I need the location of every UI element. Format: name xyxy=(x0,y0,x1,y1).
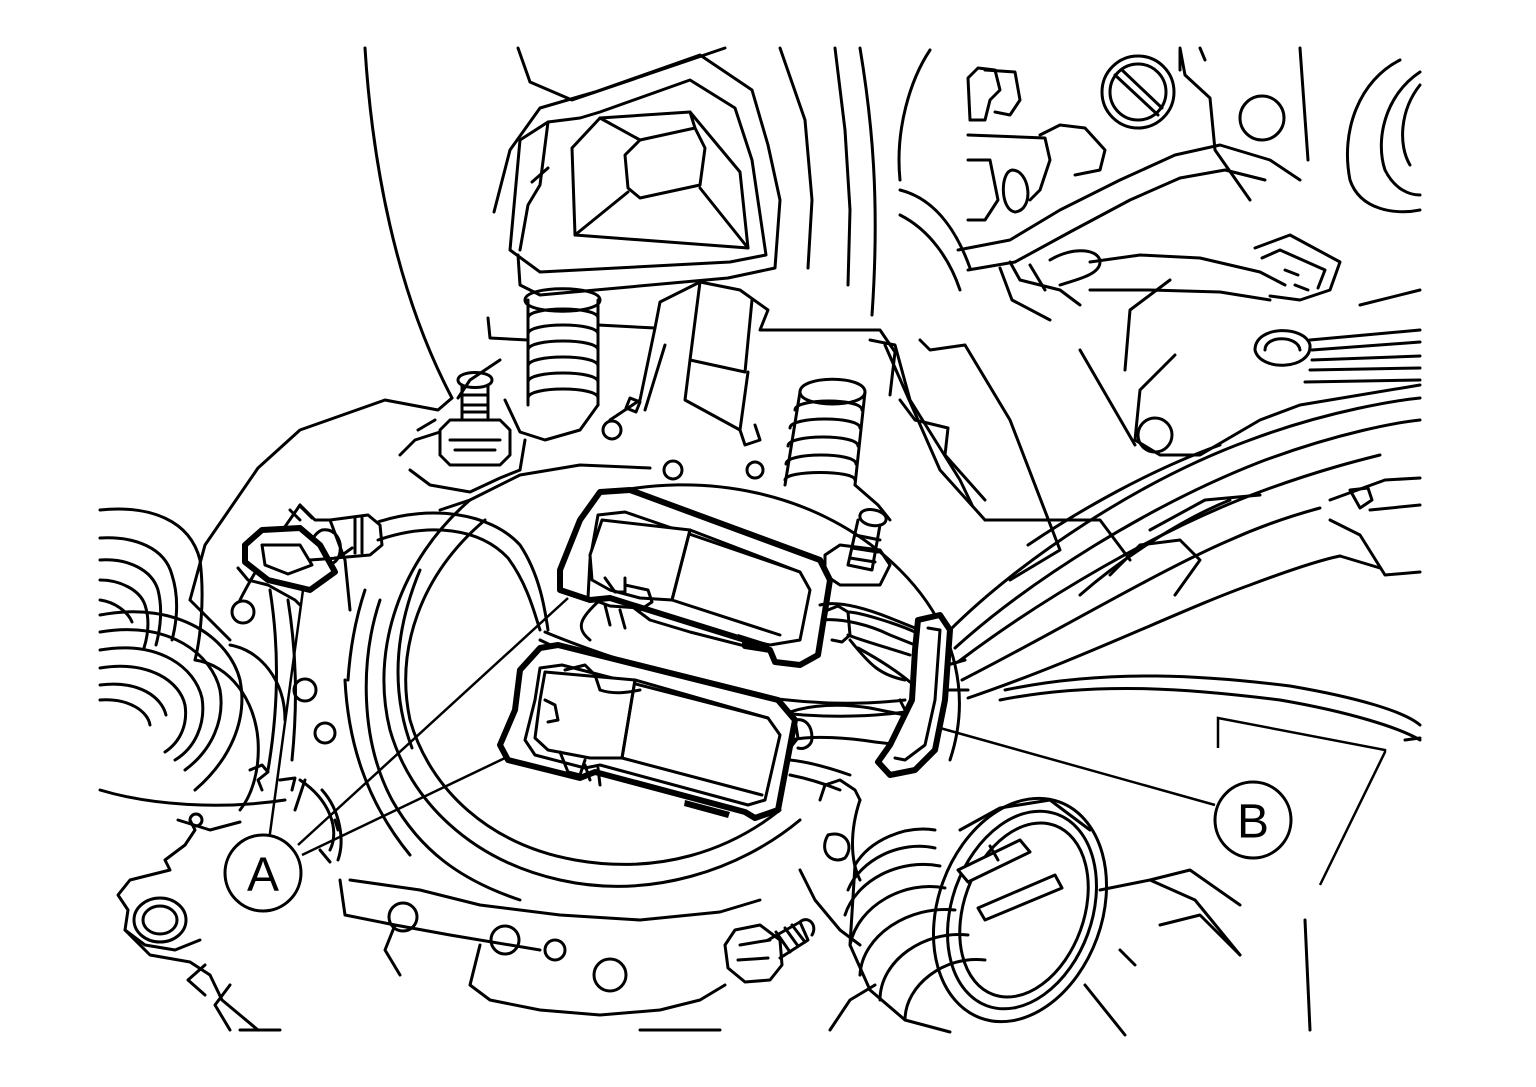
callout-a-circle xyxy=(223,833,303,913)
valve-body-plate xyxy=(456,280,1062,582)
callout-a-label: A xyxy=(247,849,279,902)
housing-outline xyxy=(98,46,454,832)
stud-bolt-left xyxy=(398,371,527,494)
sensor-a-left xyxy=(236,504,354,607)
callout-b-label: B xyxy=(1237,796,1269,849)
callout-b-circle xyxy=(1213,780,1293,860)
background-wiring-right xyxy=(897,46,1422,562)
callout-b: B xyxy=(1213,780,1293,860)
upper-mount-bracket xyxy=(492,46,877,317)
spring-left xyxy=(523,287,602,407)
spring-right xyxy=(783,377,867,487)
harness-grommet xyxy=(875,612,953,778)
connector-a-upper xyxy=(557,487,833,668)
round-plug-connector xyxy=(828,796,1312,1037)
callout-a-leaders xyxy=(266,589,569,857)
connector-a-lower xyxy=(497,642,798,821)
left-bellows-boot xyxy=(98,507,297,812)
bolt-bottom xyxy=(723,918,816,984)
sensor-wire xyxy=(308,511,550,632)
wire-harness-bundle xyxy=(928,396,1422,742)
callout-a: A xyxy=(223,833,303,913)
callout-b-bracket xyxy=(939,716,1387,886)
